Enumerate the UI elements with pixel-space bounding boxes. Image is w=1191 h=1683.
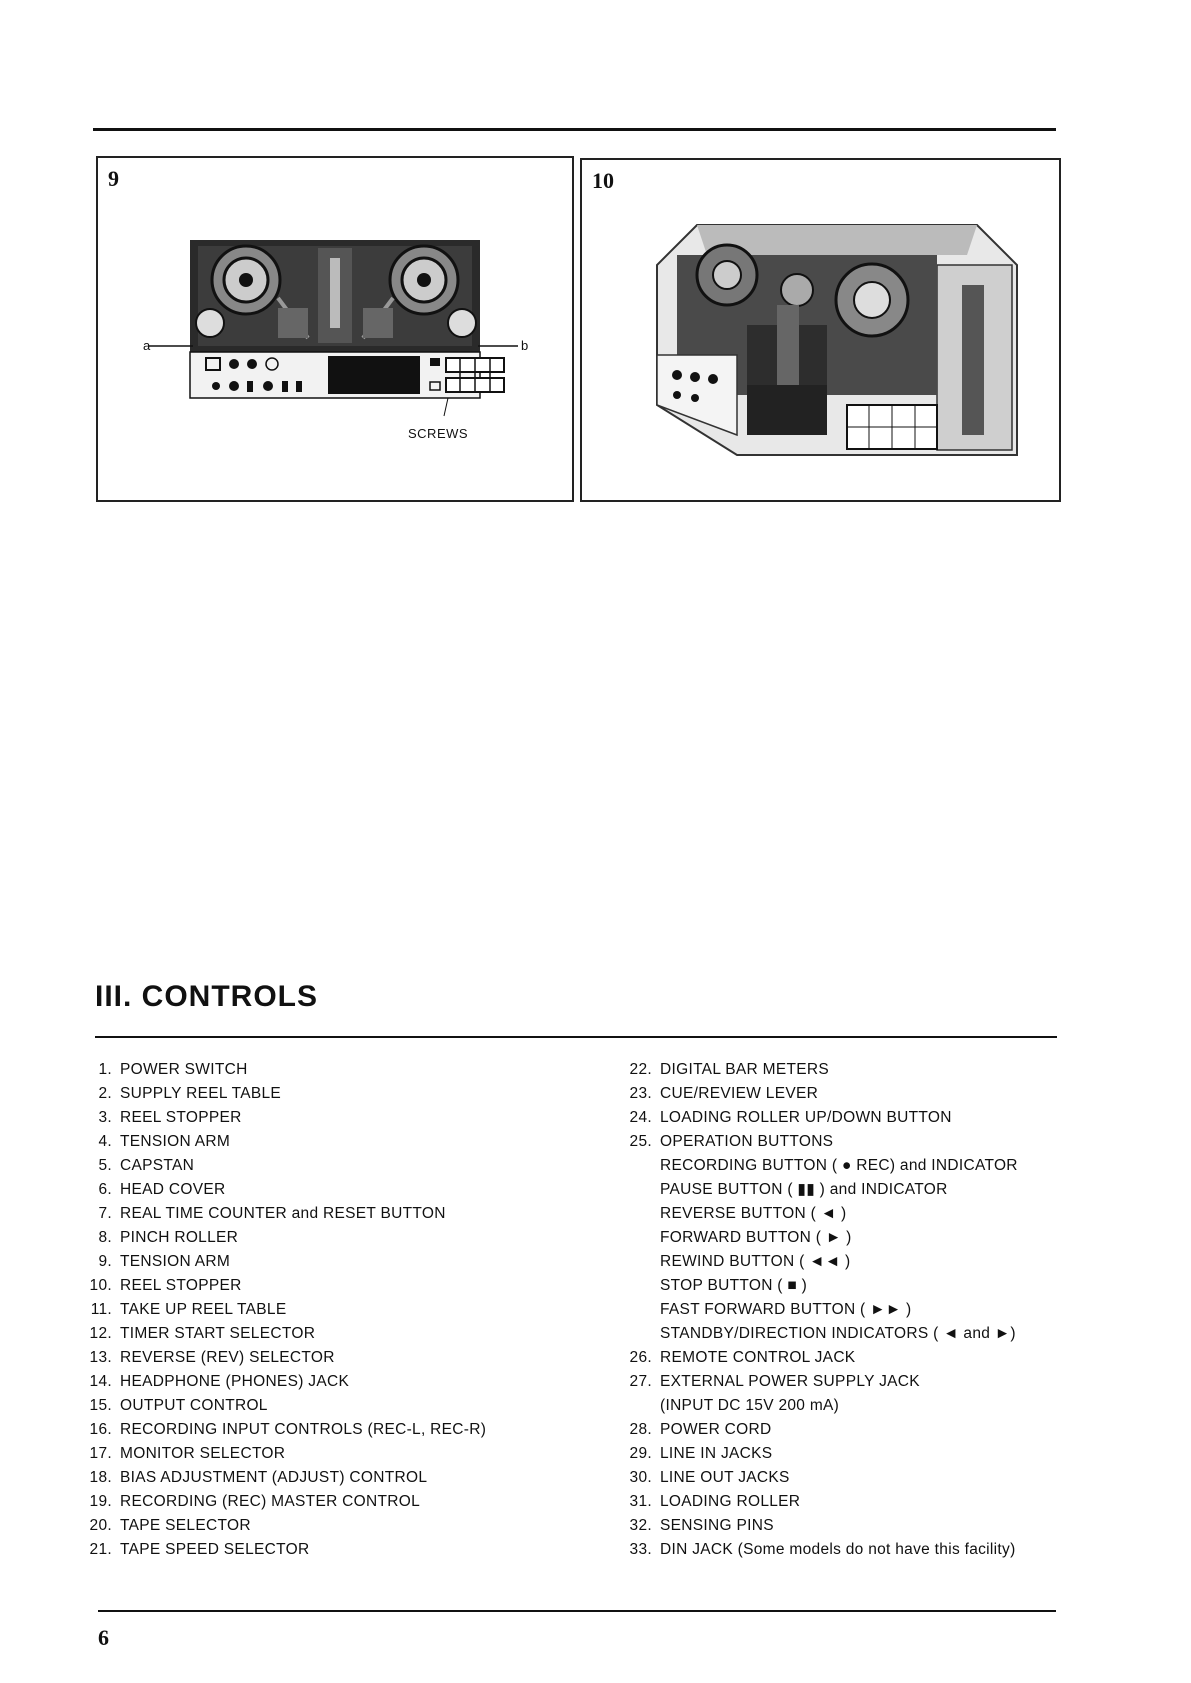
list-item: 23.CUE/REVIEW LEVER <box>629 1085 819 1102</box>
list-item: 33.DIN JACK (Some models do not have thi… <box>629 1541 1016 1558</box>
top-rule <box>93 128 1056 131</box>
list-item: 26.REMOTE CONTROL JACK <box>629 1349 856 1366</box>
list-item: 9.TENSION ARM <box>98 1253 231 1270</box>
list-item: 14.HEADPHONE (PHONES) JACK <box>89 1373 350 1390</box>
list-item: 29.LINE IN JACKS <box>629 1445 773 1462</box>
list-item: 25.OPERATION BUTTONS <box>629 1133 834 1150</box>
controls-list-left: 1.POWER SWITCH 2.SUPPLY REEL TABLE 3.REE… <box>72 1058 592 1562</box>
list-item: 6.HEAD COVER <box>98 1181 226 1198</box>
screws-caption: SCREWS <box>408 426 469 441</box>
list-item: 20.TAPE SELECTOR <box>89 1517 251 1534</box>
list-item: REVERSE BUTTON ( ◄ ) <box>660 1205 847 1222</box>
list-item: 32.SENSING PINS <box>629 1517 774 1534</box>
list-item: 7.REAL TIME COUNTER and RESET BUTTON <box>98 1205 446 1222</box>
list-item: 28.POWER CORD <box>629 1421 772 1438</box>
list-item: 27.EXTERNAL POWER SUPPLY JACK <box>629 1373 920 1390</box>
list-item: RECORDING BUTTON ( ● REC) and INDICATOR <box>660 1157 1018 1174</box>
list-item: PAUSE BUTTON ( ▮▮ ) and INDICATOR <box>660 1181 948 1198</box>
list-item: 22.DIGITAL BAR METERS <box>629 1061 830 1078</box>
list-item: 24.LOADING ROLLER UP/DOWN BUTTON <box>629 1109 952 1126</box>
list-item: 5.CAPSTAN <box>98 1157 195 1174</box>
list-item: 16.RECORDING INPUT CONTROLS (REC-L, REC-… <box>89 1421 487 1438</box>
list-item: STOP BUTTON ( ■ ) <box>660 1277 808 1294</box>
list-item: 2.SUPPLY REEL TABLE <box>98 1085 282 1102</box>
figure-9: 9 <box>96 156 574 502</box>
marker-a: a <box>143 338 151 353</box>
list-item: FAST FORWARD BUTTON ( ►► ) <box>660 1301 912 1318</box>
marker-b: b <box>521 338 529 353</box>
figure-10: 10 <box>580 158 1061 502</box>
list-item: 30.LINE OUT JACKS <box>629 1469 790 1486</box>
page-number: 6 <box>98 1625 109 1650</box>
section-rule <box>95 1036 1057 1038</box>
list-item: 10.REEL STOPPER <box>89 1277 242 1294</box>
list-item: REWIND BUTTON ( ◄◄ ) <box>660 1253 851 1270</box>
figure-number: 9 <box>108 166 119 191</box>
list-item: 18.BIAS ADJUSTMENT (ADJUST) CONTROL <box>89 1469 428 1486</box>
list-item: 21.TAPE SPEED SELECTOR <box>89 1541 310 1558</box>
list-item: 31.LOADING ROLLER <box>629 1493 801 1510</box>
controls-list-right: 22.DIGITAL BAR METERS 23.CUE/REVIEW LEVE… <box>612 1058 1172 1562</box>
bottom-rule <box>98 1610 1056 1612</box>
list-item: 12.TIMER START SELECTOR <box>89 1325 316 1342</box>
list-item: FORWARD BUTTON ( ► ) <box>660 1229 852 1246</box>
list-item: 1.POWER SWITCH <box>98 1061 248 1078</box>
figure-number: 10 <box>592 168 614 193</box>
list-item: 17.MONITOR SELECTOR <box>89 1445 286 1462</box>
tape-deck-interior-illustration <box>656 224 1018 456</box>
list-item: 8.PINCH ROLLER <box>98 1229 239 1246</box>
list-item: 15.OUTPUT CONTROL <box>89 1397 268 1414</box>
list-item: 13.REVERSE (REV) SELECTOR <box>89 1349 335 1366</box>
list-item: 4.TENSION ARM <box>98 1133 231 1150</box>
list-item: 19.RECORDING (REC) MASTER CONTROL <box>89 1493 421 1510</box>
section-title: III. CONTROLS <box>95 980 318 1013</box>
list-item: 3.REEL STOPPER <box>98 1109 242 1126</box>
list-item: 11.TAKE UP REEL TABLE <box>90 1301 287 1318</box>
list-item: STANDBY/DIRECTION INDICATORS ( ◄ and ►) <box>660 1325 1016 1342</box>
list-item: (INPUT DC 15V 200 mA) <box>660 1397 840 1414</box>
tape-deck-front-illustration <box>148 240 518 417</box>
